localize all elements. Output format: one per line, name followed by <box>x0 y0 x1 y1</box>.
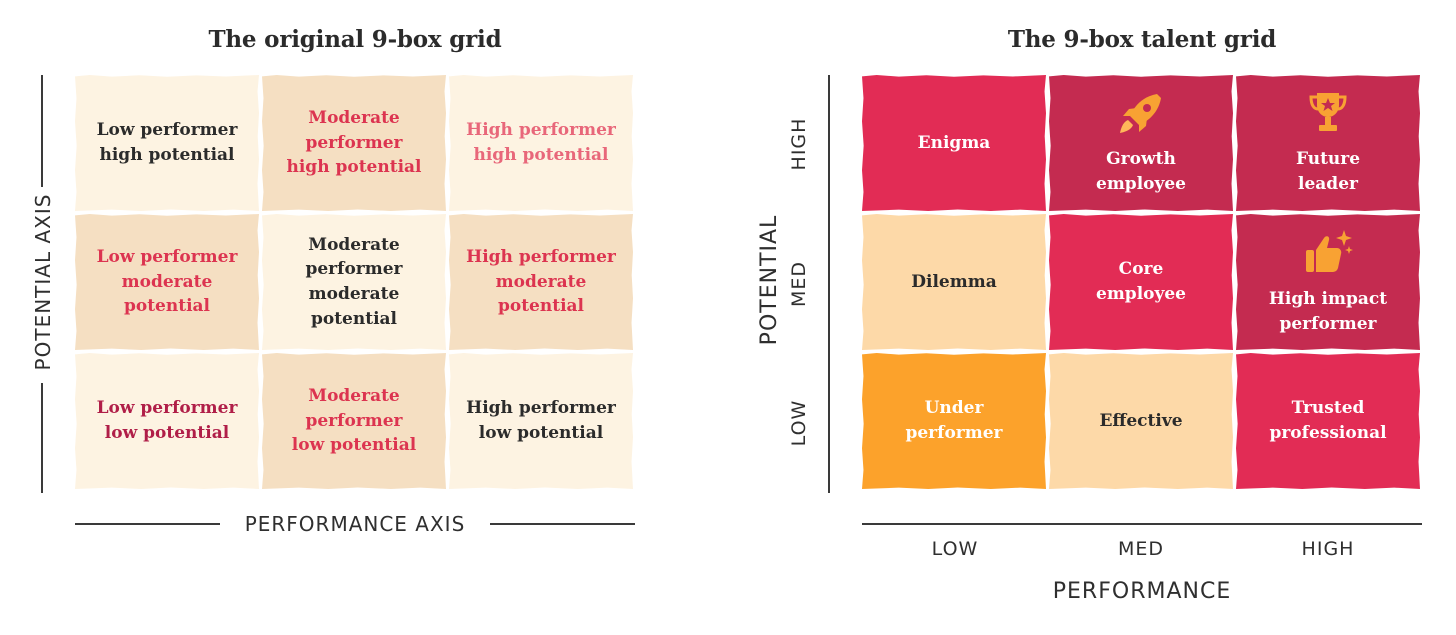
left-x-axis-line-left <box>75 523 220 525</box>
cell-label-line: Low performer <box>96 398 238 419</box>
cell-label-line: Moderate <box>308 234 400 255</box>
left-y-axis-label: POTENTIAL AXIS <box>31 193 55 371</box>
cell-label-line: professional <box>1269 423 1387 443</box>
right-y-level-med: MED <box>788 260 810 308</box>
cell-label-line: performer <box>305 132 403 153</box>
left-cell-high-performer-moderate-potential: High performer moderate potential <box>449 214 633 350</box>
cell-label-line: High performer <box>466 247 616 268</box>
right-x-axis-label: PERFORMANCE <box>1052 579 1232 604</box>
cell-label-line: High performer <box>466 120 616 141</box>
right-x-level-high: HIGH <box>1301 538 1355 560</box>
cell-label-line: Dilemma <box>911 271 997 292</box>
left-cell-high-performer-high-potential: High performer high potential <box>449 75 633 211</box>
left-cell-moderate-performer-low-potential: Moderate performer low potential <box>262 353 446 489</box>
cell-label-line: Trusted <box>1291 398 1365 419</box>
cell-label-line: performer <box>305 259 403 280</box>
right-cell-enigma: Enigma <box>862 75 1046 211</box>
cell-label-line: potential <box>310 308 398 329</box>
cell-label-line: Future <box>1295 149 1361 170</box>
cell-label-line: Enigma <box>917 132 991 153</box>
right-x-level-low: LOW <box>931 538 979 560</box>
cell-label-line: potential <box>497 296 585 317</box>
cell-label-line: Under <box>924 398 984 419</box>
cell-label-line: employee <box>1096 284 1186 304</box>
left-cell-low-performer-low-potential: Low performer low potential <box>75 353 259 489</box>
cell-label-line: moderate <box>308 284 400 304</box>
left-y-axis-line-bottom <box>41 383 43 493</box>
cell-label-line: moderate <box>121 271 213 292</box>
left-y-axis-line-top <box>41 75 43 187</box>
cell-label-line: Moderate <box>308 386 400 407</box>
right-cell-dilemma: Dilemma <box>862 214 1046 350</box>
cell-label-line: Growth <box>1106 149 1176 170</box>
rocket-icon <box>1117 90 1165 144</box>
right-y-level-high: HIGH <box>788 117 810 171</box>
cell-label-line: performer <box>1279 313 1377 334</box>
right-cell-core-employee: Core employee <box>1049 214 1233 350</box>
cell-label-line: high potential <box>473 145 609 165</box>
cell-label-line: high potential <box>286 157 422 178</box>
right-cell-under-performer: Under performer <box>862 353 1046 489</box>
left-x-axis-line-right <box>490 523 635 525</box>
right-x-axis-line <box>862 523 1422 525</box>
right-y-axis-label: POTENTIAL <box>757 214 782 346</box>
left-cell-low-performer-high-potential: Low performer high potential <box>75 75 259 211</box>
cell-label-line: employee <box>1096 173 1186 194</box>
cell-label-line: Moderate <box>308 108 400 129</box>
cell-label-line: low potential <box>104 423 230 443</box>
left-x-axis-label: PERFORMANCE AXIS <box>244 512 466 536</box>
cell-label-line: performer <box>305 410 403 431</box>
right-grid-title: The 9-box talent grid <box>1007 26 1277 53</box>
left-grid-title: The original 9-box grid <box>208 26 502 53</box>
cell-label-line: Core <box>1118 259 1164 280</box>
cell-label-line: Low performer <box>96 247 238 268</box>
cell-label-line: leader <box>1298 173 1358 194</box>
right-cell-high-impact-performer: High impact performer <box>1236 214 1420 350</box>
cell-label-line: Effective <box>1099 410 1183 431</box>
right-cell-effective: Effective <box>1049 353 1233 489</box>
cell-label-line: low potential <box>478 423 604 443</box>
cell-label-line: moderate <box>495 271 587 292</box>
right-cell-growth-employee: Growth employee <box>1049 75 1233 211</box>
cell-label-line: low potential <box>291 435 417 456</box>
right-y-level-low: LOW <box>788 399 810 447</box>
right-cell-trusted-professional: Trusted professional <box>1236 353 1420 489</box>
right-cell-future-leader: Future leader <box>1236 75 1420 211</box>
cell-label-line: performer <box>905 423 1003 443</box>
cell-label-line: potential <box>123 296 211 317</box>
trophy-icon <box>1308 90 1348 144</box>
cell-label-line: High impact <box>1268 289 1388 310</box>
cell-label-line: high potential <box>99 145 235 165</box>
cell-label-line: High performer <box>466 398 616 419</box>
thumbs-up-sparkle-icon <box>1302 228 1354 284</box>
cell-label-line: Low performer <box>96 120 238 141</box>
left-cell-moderate-performer-moderate-potential: Moderate performer moderate potential <box>262 214 446 350</box>
left-cell-high-performer-low-potential: High performer low potential <box>449 353 633 489</box>
left-cell-moderate-performer-high-potential: Moderate performer high potential <box>262 75 446 211</box>
right-x-level-med: MED <box>1117 538 1165 560</box>
left-cell-low-performer-moderate-potential: Low performer moderate potential <box>75 214 259 350</box>
right-y-axis-line <box>828 75 830 493</box>
